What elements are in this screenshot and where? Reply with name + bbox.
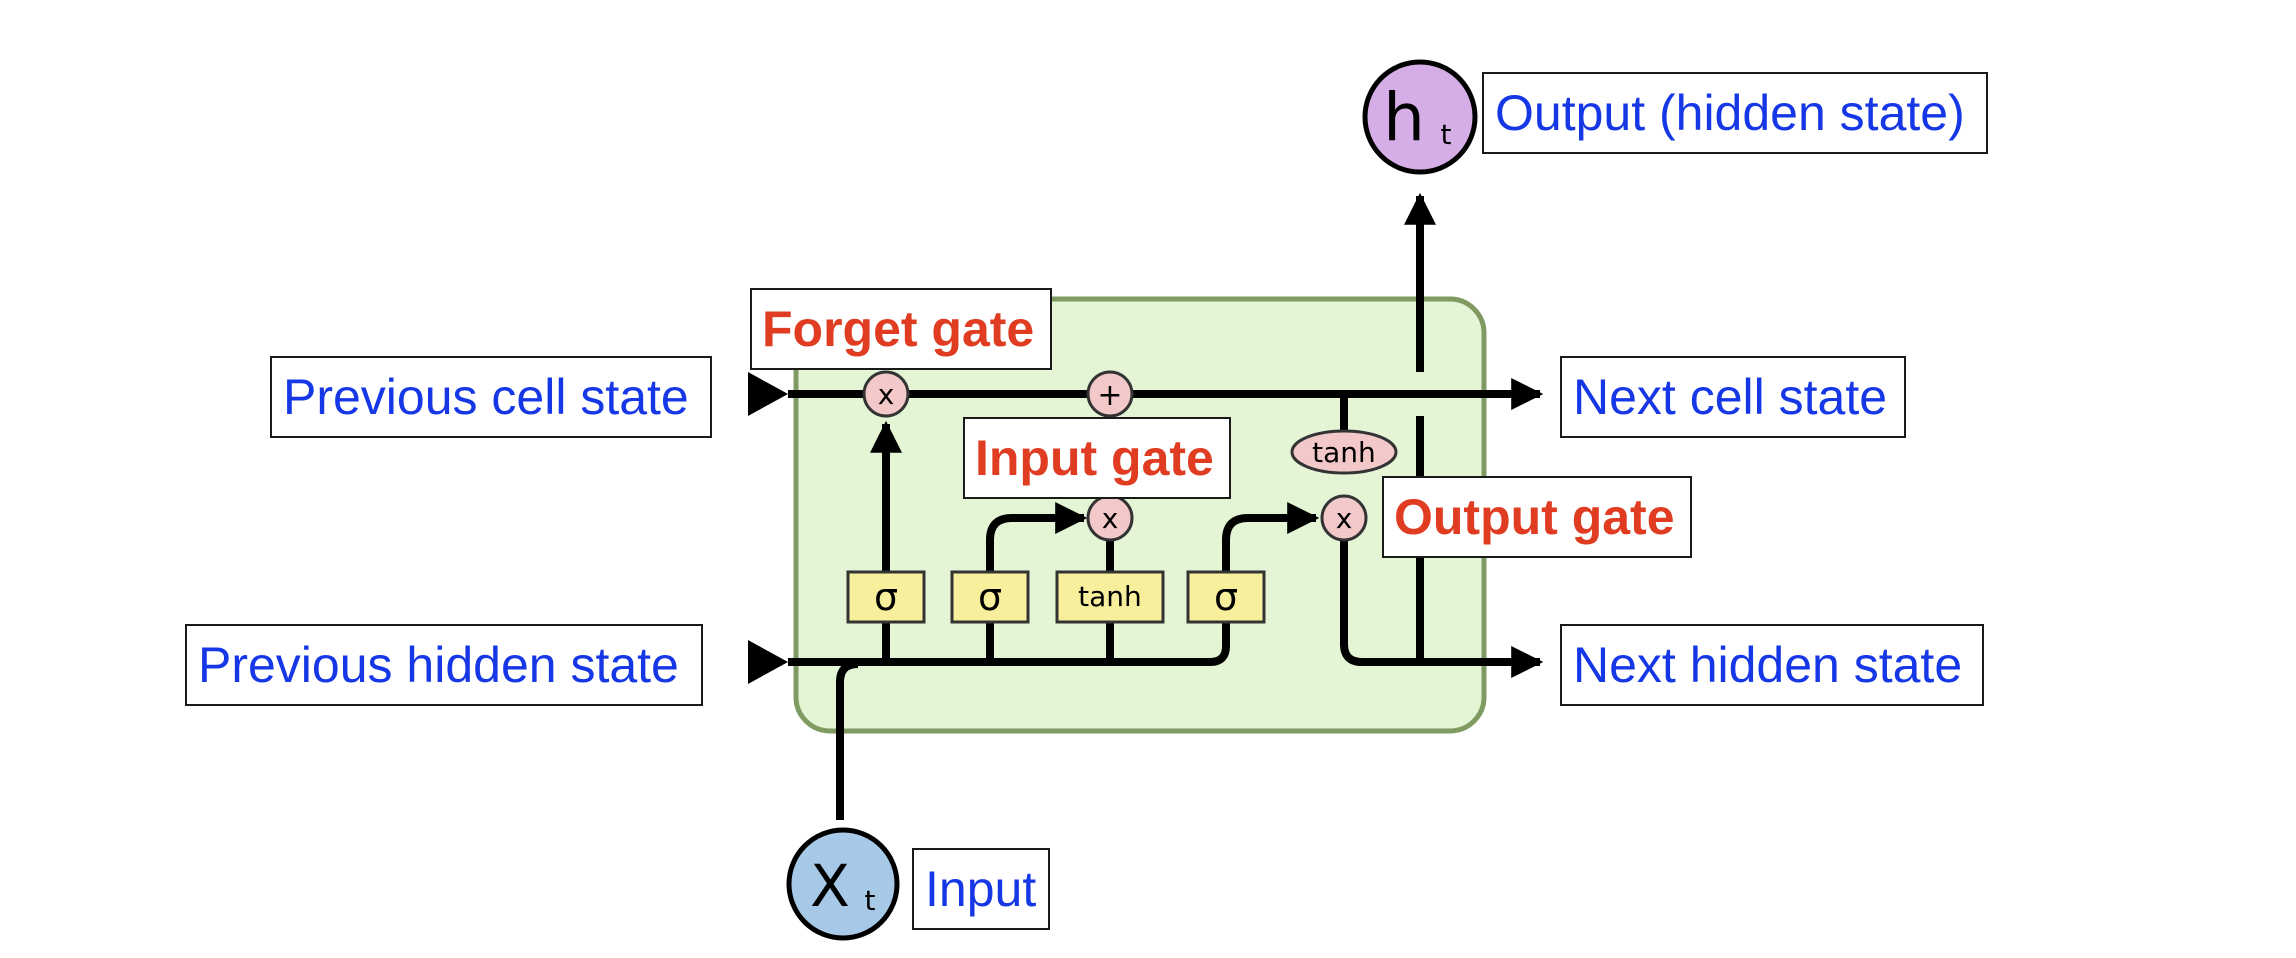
hidden-state-bus — [788, 592, 1230, 666]
input-multiply-op: x — [1086, 494, 1134, 542]
add-op: + — [1086, 370, 1134, 418]
input-label: Input — [912, 848, 1050, 930]
next-hidden-line — [1340, 540, 1544, 678]
x-subscript: t — [865, 884, 876, 917]
input-line — [836, 660, 859, 820]
previous-cell-state-label: Previous cell state — [270, 356, 712, 438]
forget-gate-label: Forget gate — [750, 288, 1052, 370]
output-gate-line — [1222, 502, 1320, 592]
tanh-symbol: tanh — [1312, 436, 1376, 469]
next-hidden-state-label: Next hidden state — [1560, 624, 1984, 706]
h-subscript: t — [1441, 118, 1452, 151]
sigma-symbol: σ — [1214, 575, 1238, 619]
sigma-layer-forget: σ — [846, 570, 926, 624]
output-hidden-state-label: Output (hidden state) — [1482, 72, 1988, 154]
output-gate-label: Output gate — [1382, 476, 1692, 558]
output-multiply-op: x — [1320, 494, 1368, 542]
multiply-symbol: x — [1336, 502, 1353, 535]
tanh-symbol: tanh — [1078, 580, 1142, 613]
multiply-symbol: x — [878, 378, 895, 411]
tanh-layer: tanh — [1055, 570, 1165, 624]
multiply-symbol: x — [1102, 502, 1119, 535]
h-symbol: h — [1383, 79, 1425, 156]
sigma-symbol: σ — [874, 575, 898, 619]
x-symbol: X — [810, 852, 850, 920]
previous-hidden-state-arrowhead — [748, 640, 788, 684]
input-gate-label: Input gate — [963, 417, 1231, 499]
hidden-output-node: h t — [1362, 59, 1478, 175]
input-node: X t — [786, 827, 900, 941]
input-gate-line — [986, 502, 1088, 662]
cell-tanh-op: tanh — [1290, 429, 1398, 475]
previous-cell-state-arrowhead — [748, 372, 788, 416]
forget-multiply-op: x — [862, 370, 910, 418]
next-cell-state-label: Next cell state — [1560, 356, 1906, 438]
previous-hidden-state-label: Previous hidden state — [185, 624, 703, 706]
add-symbol: + — [1097, 378, 1122, 413]
sigma-layer-output: σ — [1186, 570, 1266, 624]
sigma-layer-input: σ — [950, 570, 1030, 624]
sigma-symbol: σ — [978, 575, 1002, 619]
